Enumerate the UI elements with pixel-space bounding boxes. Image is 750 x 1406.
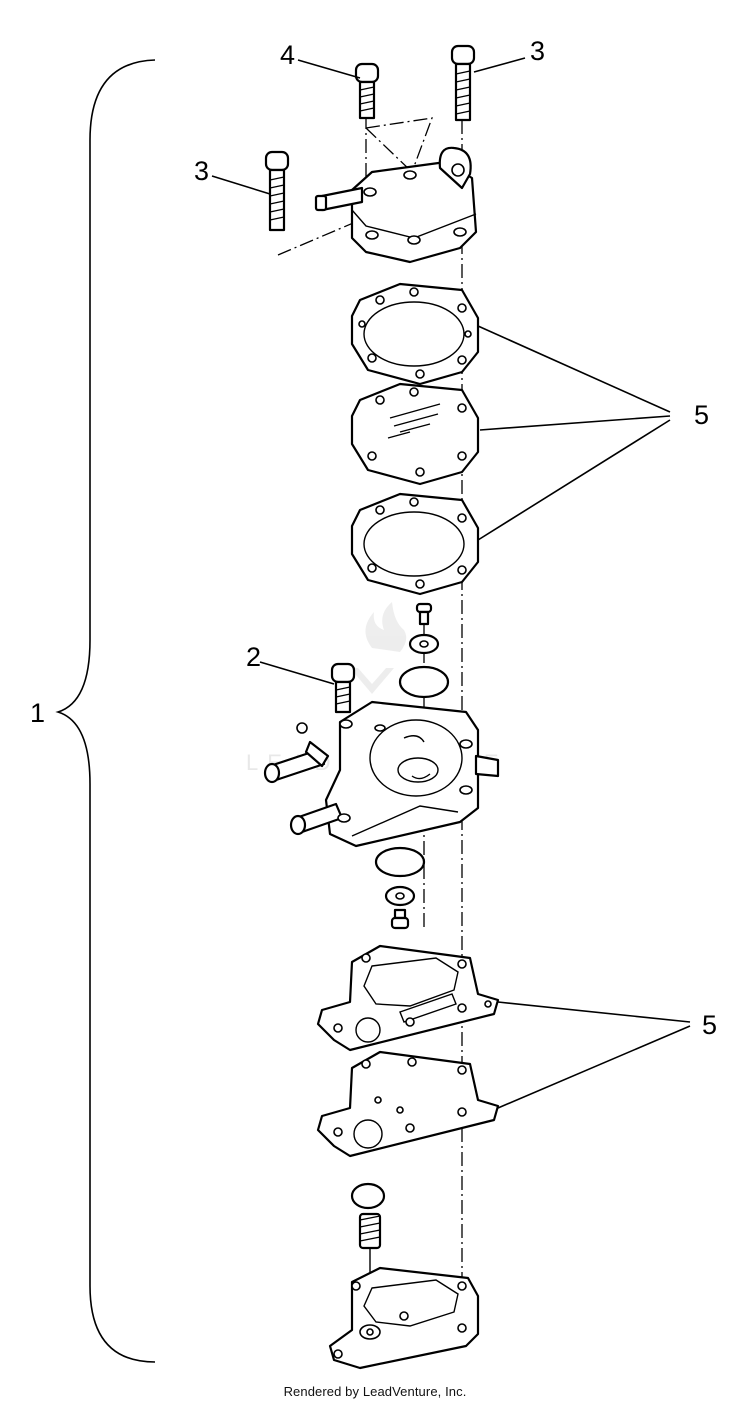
pump-body xyxy=(263,700,500,848)
valve-washer-upper xyxy=(408,633,440,655)
pump-base-plate xyxy=(328,1266,480,1370)
screw-3-top-right xyxy=(450,44,476,122)
callout-4: 4 xyxy=(280,40,295,70)
valve-disc-lower xyxy=(374,846,426,878)
gasket-upper xyxy=(350,282,480,386)
screw-4 xyxy=(354,62,380,120)
footer-credit: Rendered by LeadVenture, Inc. xyxy=(283,1384,467,1399)
valve-screw-lower xyxy=(390,908,410,930)
assembly-brace xyxy=(55,59,156,1363)
leader-lines xyxy=(211,57,691,1109)
diaphragm xyxy=(350,382,480,486)
valve-screw-upper xyxy=(415,602,433,626)
callout-2: 2 xyxy=(246,642,261,672)
callout-3-top: 3 xyxy=(530,36,545,66)
gasket-lower-2 xyxy=(316,1050,500,1158)
valve-washer-lower xyxy=(384,885,416,907)
callout-1: 1 xyxy=(30,698,45,728)
callout-3-left: 3 xyxy=(194,156,209,186)
callout-5-upper: 5 xyxy=(694,400,709,430)
gasket-middle xyxy=(350,492,480,596)
callout-5-lower: 5 xyxy=(702,1010,717,1040)
pump-top-cover xyxy=(314,146,478,264)
screw-3-left xyxy=(264,150,290,232)
screw-2 xyxy=(330,662,356,714)
valve-disc-upper xyxy=(398,665,450,699)
valve-cap xyxy=(350,1182,386,1210)
gasket-lower-1 xyxy=(316,944,500,1052)
